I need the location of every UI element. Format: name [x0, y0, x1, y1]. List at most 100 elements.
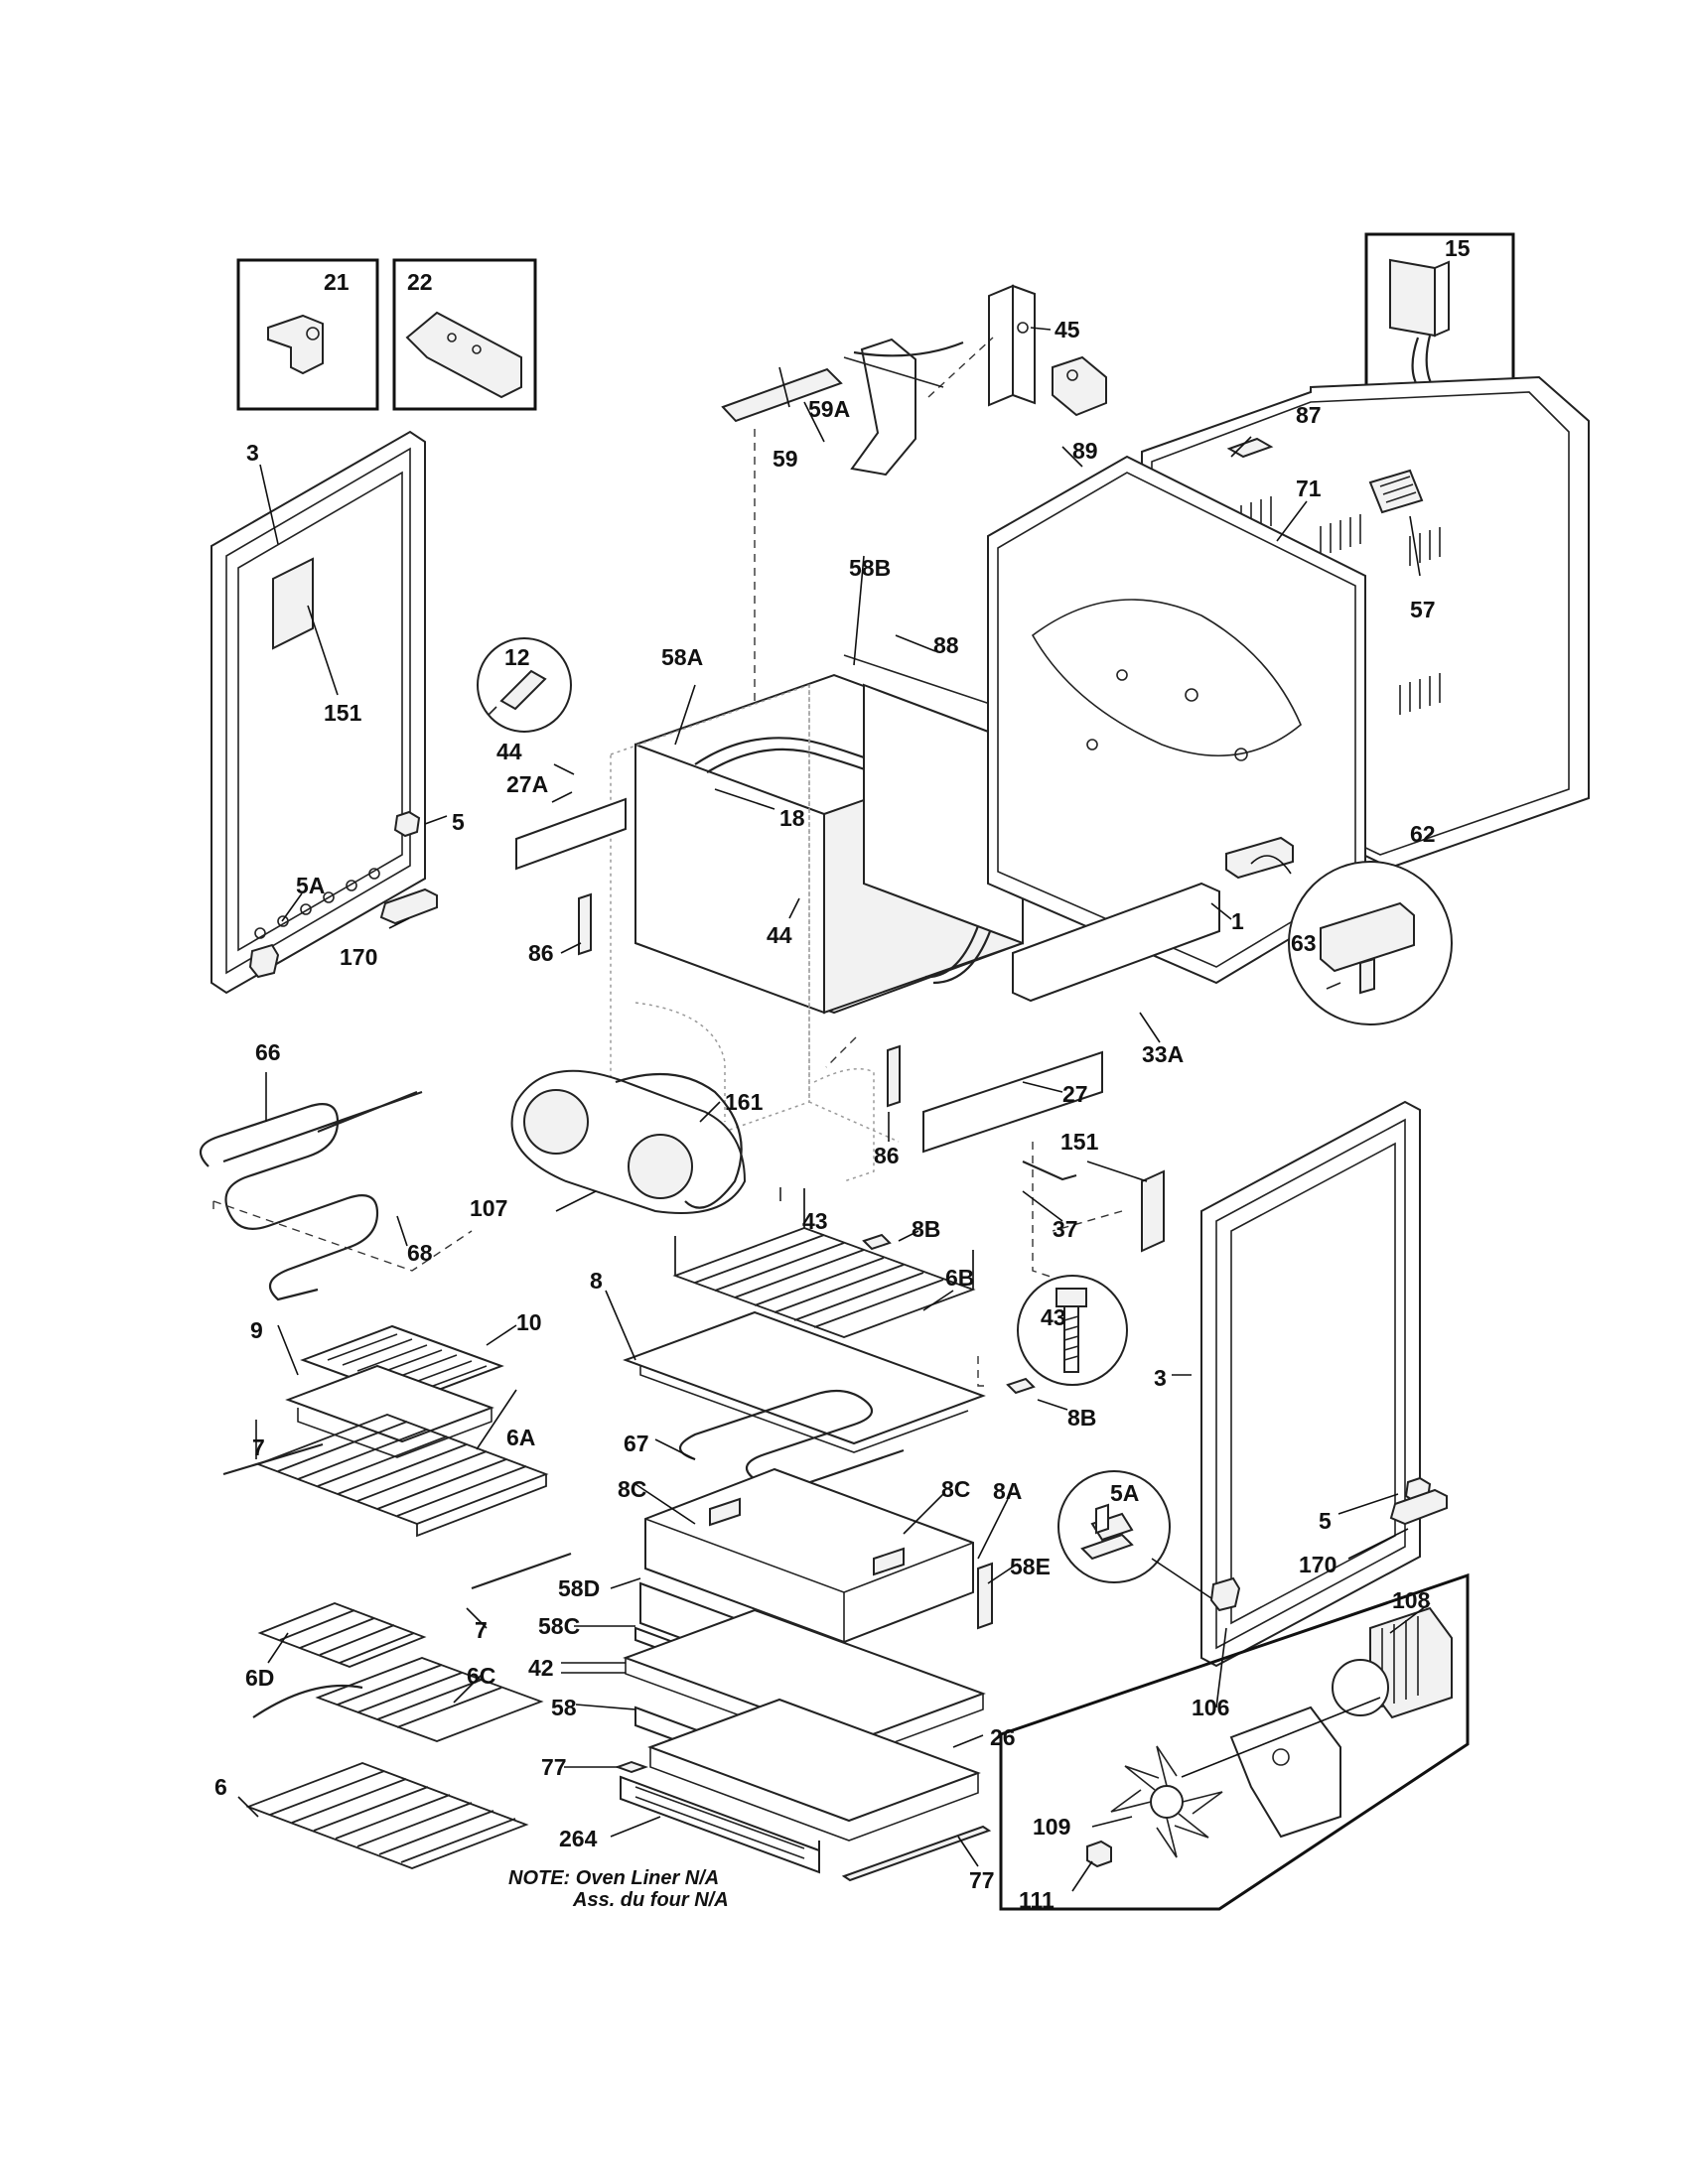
label-71: 71: [1296, 476, 1322, 501]
part-5A-detail: [1057, 1470, 1171, 1583]
label-108: 108: [1392, 1587, 1431, 1613]
label-77-left: 77: [541, 1754, 567, 1780]
bracket-89: [1052, 355, 1107, 417]
label-89: 89: [1072, 438, 1098, 464]
fan-blade-109: [1110, 1745, 1223, 1858]
cover-57: [1368, 469, 1424, 514]
label-18: 18: [779, 805, 805, 831]
drawer-front-264: [620, 1775, 820, 1874]
bracket-170-right: [1389, 1488, 1448, 1526]
rack-6B: [672, 1188, 976, 1338]
rack-6D: [257, 1602, 427, 1668]
label-68: 68: [407, 1240, 433, 1266]
label-8A: 8A: [993, 1478, 1022, 1504]
label-37: 37: [1053, 1216, 1078, 1242]
broil-pan-9: [285, 1364, 494, 1458]
label-10: 10: [516, 1309, 542, 1335]
label-170-left: 170: [340, 944, 377, 970]
motor-108: [1332, 1606, 1453, 1719]
label-12: 12: [504, 644, 530, 670]
bracket-170-left: [379, 887, 438, 925]
label-67: 67: [624, 1431, 649, 1456]
label-3-right: 3: [1154, 1365, 1167, 1391]
rack-6A: [255, 1414, 549, 1538]
label-5A-right: 5A: [1110, 1480, 1139, 1506]
part-labels: 21 22 15 45 59A 87 89 71 3 59 58B 57 88 …: [214, 235, 1471, 1913]
rail-33A: [1012, 882, 1220, 1003]
label-62: 62: [1410, 821, 1436, 847]
label-77-right: 77: [969, 1867, 995, 1893]
label-8C-left: 8C: [618, 1476, 646, 1502]
label-59A: 59A: [808, 396, 850, 422]
bracket-86-left: [578, 892, 592, 956]
label-57: 57: [1410, 597, 1436, 622]
label-8: 8: [590, 1268, 603, 1294]
clip-8B-bottom: [1006, 1377, 1036, 1395]
label-44-bottom: 44: [767, 922, 792, 948]
bracket-106: [1229, 1706, 1341, 1839]
label-170-right: 170: [1299, 1552, 1336, 1577]
label-6D: 6D: [245, 1665, 274, 1691]
slide-77-left: [615, 1760, 648, 1774]
label-106: 106: [1192, 1695, 1229, 1720]
label-5A-left: 5A: [296, 873, 325, 898]
oven-liner-note: NOTE: Oven Liner N/A Ass. du four N/A: [508, 1867, 729, 1911]
bracket-86-right: [887, 1044, 901, 1108]
label-15: 15: [1445, 235, 1471, 261]
label-26: 26: [990, 1724, 1016, 1750]
drawer-26: [647, 1698, 981, 1842]
label-109: 109: [1033, 1814, 1070, 1840]
label-58B: 58B: [849, 555, 891, 581]
duct-45: [988, 284, 1036, 407]
part-12-detail: [477, 637, 572, 733]
part-22-inset: [392, 258, 537, 411]
label-27A: 27A: [506, 771, 548, 797]
screw-43-detail: [1017, 1275, 1128, 1386]
label-6A: 6A: [506, 1425, 535, 1450]
insulation-panel: [843, 654, 1024, 945]
label-7-top: 7: [252, 1434, 265, 1460]
label-9: 9: [250, 1317, 263, 1343]
heat-shield-68: [212, 1200, 473, 1272]
nut-111: [1086, 1840, 1112, 1868]
clip-87: [1226, 437, 1274, 459]
label-66: 66: [255, 1039, 281, 1065]
rack-6C: [252, 1657, 544, 1742]
label-151-right: 151: [1060, 1129, 1099, 1155]
label-161: 161: [725, 1089, 764, 1115]
slide-77-right: [841, 1825, 992, 1882]
label-22: 22: [407, 269, 433, 295]
drawer-8A: [644, 1467, 974, 1644]
duct-59: [721, 367, 843, 423]
rack-6: [245, 1762, 529, 1869]
label-42: 42: [528, 1655, 554, 1681]
broil-pan-8: [623, 1310, 986, 1453]
duct-59A: [850, 338, 916, 477]
label-58C: 58C: [538, 1613, 580, 1639]
sensor-37: [1022, 1160, 1077, 1181]
label-8B-top: 8B: [912, 1216, 940, 1242]
label-3-left: 3: [246, 440, 259, 466]
label-6B: 6B: [945, 1265, 974, 1291]
rack-support-7-bottom: [471, 1552, 572, 1590]
note-line-1: NOTE: Oven Liner N/A: [508, 1867, 719, 1889]
label-151-left: 151: [324, 700, 362, 726]
label-86-right: 86: [874, 1143, 900, 1168]
label-7-bottom: 7: [475, 1617, 488, 1643]
rail-27: [922, 1050, 1103, 1154]
fan-cover-107: [510, 1069, 747, 1214]
panel-58E: [977, 1562, 993, 1630]
label-6: 6: [214, 1774, 227, 1800]
leader-lines: [237, 327, 1431, 1892]
leveling-foot-left: [248, 810, 421, 979]
bracket-151-right: [1141, 1169, 1165, 1253]
rail-27A: [515, 797, 627, 871]
label-43-small: 43: [802, 1208, 828, 1234]
label-27: 27: [1062, 1081, 1088, 1107]
label-44-top: 44: [496, 739, 522, 764]
label-5-left: 5: [452, 809, 465, 835]
label-8C-right: 8C: [941, 1476, 970, 1502]
part-62-detail: [1250, 855, 1453, 1025]
left-side-panel: [211, 430, 426, 995]
